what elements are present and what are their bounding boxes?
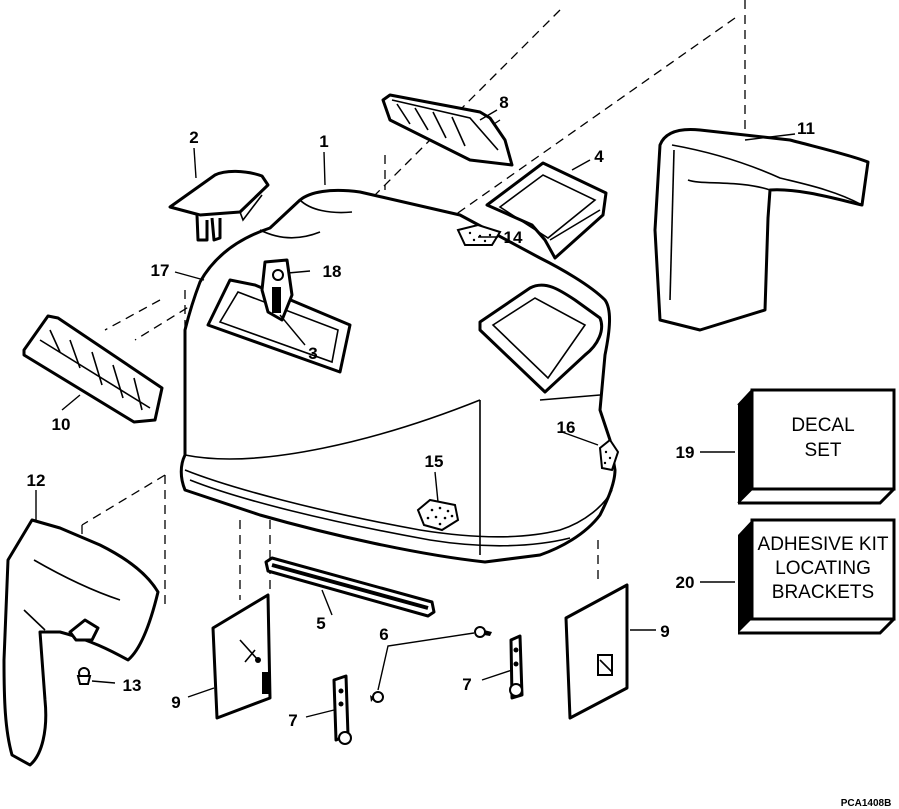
- callout-7-right: 7: [462, 675, 471, 694]
- decal-box-line1: DECAL: [791, 415, 854, 436]
- top-grille: [381, 93, 514, 167]
- callout-3: 3: [308, 344, 317, 363]
- callout-10: 10: [52, 415, 71, 434]
- callout-1: 1: [319, 132, 328, 151]
- callout-15: 15: [425, 452, 444, 471]
- callout-11: 11: [797, 119, 815, 138]
- lower-side-cover: [2, 518, 160, 767]
- callout-5: 5: [316, 614, 325, 633]
- side-grille: [22, 314, 164, 424]
- hinge-bracket-left: [332, 674, 352, 745]
- decal-set-box: DECAL SET: [737, 388, 896, 505]
- callout-labels: 1 2 3 4 5 6 7 7 8 9 9 10 11 12 13 14 15 …: [27, 93, 815, 730]
- screws-6: [370, 626, 492, 703]
- hinge-bracket-right: [509, 634, 524, 700]
- callout-9-left: 9: [171, 693, 180, 712]
- callout-8: 8: [499, 93, 508, 112]
- decal-box-line2: SET: [805, 440, 842, 461]
- callout-2: 2: [189, 128, 198, 147]
- callout-6: 6: [379, 625, 388, 644]
- callout-14: 14: [504, 228, 523, 247]
- callout-16: 16: [557, 418, 576, 437]
- diagram-reference-code: PCA1408B: [841, 798, 892, 809]
- callout-19: 19: [676, 443, 695, 462]
- screw-13: [76, 667, 92, 685]
- callout-4: 4: [594, 147, 604, 166]
- callout-7-left: 7: [288, 711, 297, 730]
- top-cap: [168, 169, 270, 242]
- kit-box-line2: LOCATING: [775, 558, 871, 579]
- leader-lines: [35, 109, 796, 718]
- kit-box-line1: ADHESIVE KIT: [758, 534, 889, 555]
- callout-13: 13: [123, 676, 142, 695]
- rear-cover: [653, 128, 870, 332]
- latch-bracket: [260, 258, 294, 322]
- callout-17: 17: [151, 261, 170, 280]
- bracket-plate-right: [564, 583, 629, 720]
- callout-12: 12: [27, 471, 46, 490]
- adhesive-kit-box: ADHESIVE KIT LOCATING BRACKETS: [738, 518, 896, 635]
- kit-box-line3: BRACKETS: [772, 582, 874, 603]
- bracket-plate-left: [211, 593, 272, 720]
- foam-patch: [456, 223, 502, 246]
- callout-20: 20: [676, 573, 695, 592]
- trim-strip: [264, 556, 436, 618]
- callout-18: 18: [323, 262, 342, 281]
- callout-9-right: 9: [660, 622, 669, 641]
- intake-frame: [485, 161, 608, 260]
